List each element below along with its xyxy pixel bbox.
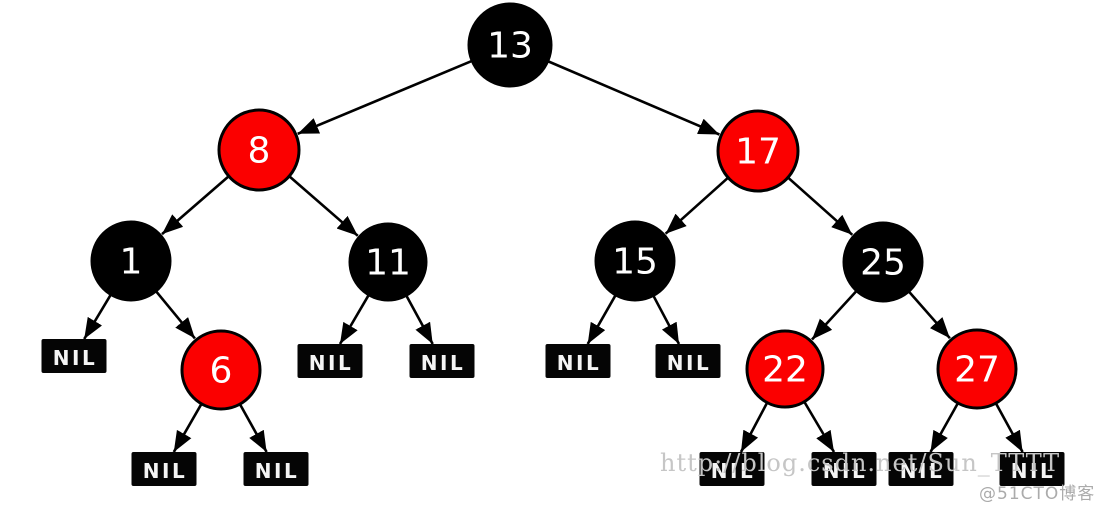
node-label: 11 — [365, 243, 411, 284]
nil-label: NIL — [711, 459, 755, 483]
nil-node-nil15R: NIL — [655, 344, 721, 378]
nil-node-nil22L: NIL — [699, 452, 765, 486]
node-circle — [348, 222, 428, 302]
tree-edge-n1-n6 — [155, 290, 196, 340]
tree-edge-n6-nil6L — [172, 404, 203, 453]
tree-node-11: 11 — [348, 222, 428, 302]
nil-label: NIL — [255, 459, 299, 483]
nil-node-nil11R: NIL — [409, 344, 475, 378]
nil-node-nil27R: NIL — [999, 452, 1065, 486]
node-label: 1 — [120, 242, 143, 283]
nil-box — [409, 344, 475, 378]
tree-edge-n22-nil22R — [803, 401, 836, 453]
nil-box — [888, 452, 954, 486]
nil-box — [699, 452, 765, 486]
nil-node-nil6R: NIL — [243, 452, 309, 486]
nil-label: NIL — [53, 346, 97, 370]
nil-label: NIL — [143, 459, 187, 483]
tree-edge-n25-n27 — [908, 291, 951, 340]
node-circle — [842, 221, 924, 303]
tree-edge-n22-nil22L — [739, 402, 768, 453]
nil-box — [131, 452, 197, 486]
tree-node-1: 1 — [90, 220, 172, 302]
nil-box — [545, 344, 611, 378]
node-label: 27 — [954, 350, 1000, 391]
tree-node-25: 25 — [842, 221, 924, 303]
nil-node-nil1L: NIL — [41, 339, 107, 373]
tree-node-8: 8 — [217, 108, 301, 192]
node-circle — [716, 109, 800, 193]
tree-edge-n8-n1 — [161, 175, 229, 236]
node-circle — [90, 220, 172, 302]
nil-node-nil27L: NIL — [888, 452, 954, 486]
tree-node-15: 15 — [594, 220, 676, 302]
node-label: 15 — [612, 242, 658, 283]
tree-edge-n11-nil11L — [338, 295, 370, 345]
node-circle — [217, 108, 301, 192]
nil-label: NIL — [823, 459, 867, 483]
node-circle — [745, 329, 825, 409]
nil-node-nil22R: NIL — [811, 452, 877, 486]
tree-node-6: 6 — [180, 329, 262, 411]
node-circle — [467, 2, 553, 88]
tree-edge-n17-n15 — [664, 177, 729, 235]
nil-label: NIL — [421, 351, 465, 375]
node-label: 6 — [210, 351, 233, 392]
nil-label: NIL — [667, 351, 711, 375]
nil-label: NIL — [557, 351, 601, 375]
node-circle — [180, 329, 262, 411]
tree-node-27: 27 — [936, 328, 1018, 410]
nil-node-nil11L: NIL — [297, 344, 363, 378]
nil-label: NIL — [1011, 459, 1055, 483]
nil-box — [297, 344, 363, 378]
nil-box — [655, 344, 721, 378]
nil-node-nil15L: NIL — [545, 344, 611, 378]
tree-edge-n13-n8 — [297, 60, 472, 135]
tree-edge-n1-nil1L — [83, 294, 112, 340]
nil-box — [41, 339, 107, 373]
nil-box — [243, 452, 309, 486]
tree-node-13: 13 — [467, 2, 553, 88]
node-label: 25 — [860, 243, 906, 284]
tree-edge-n27-nil27R — [995, 403, 1024, 453]
tree-edge-n6-nil6R — [239, 404, 268, 453]
node-label: 13 — [487, 26, 533, 67]
node-circle — [594, 220, 676, 302]
node-label: 17 — [735, 132, 781, 173]
nil-label: NIL — [309, 351, 353, 375]
tree-edge-n25-n22 — [811, 290, 857, 341]
node-circle — [936, 328, 1018, 410]
node-label: 8 — [248, 131, 271, 172]
nil-box — [811, 452, 877, 486]
tree-edge-n15-nil15L — [586, 295, 617, 345]
node-label: 22 — [762, 350, 808, 391]
tree-edge-n13-n17 — [548, 60, 720, 136]
tree-node-17: 17 — [716, 109, 800, 193]
nil-node-nil6L: NIL — [131, 452, 197, 486]
tree-edge-n17-n25 — [787, 177, 854, 236]
tree-edge-n27-nil27L — [929, 403, 959, 453]
tree-edge-n15-nil15R — [652, 295, 681, 345]
tree-node-22: 22 — [745, 329, 825, 409]
nil-box — [999, 452, 1065, 486]
tree-edge-n11-nil11R — [405, 295, 434, 345]
nil-label: NIL — [900, 459, 944, 483]
tree-edge-n8-n11 — [289, 175, 359, 237]
